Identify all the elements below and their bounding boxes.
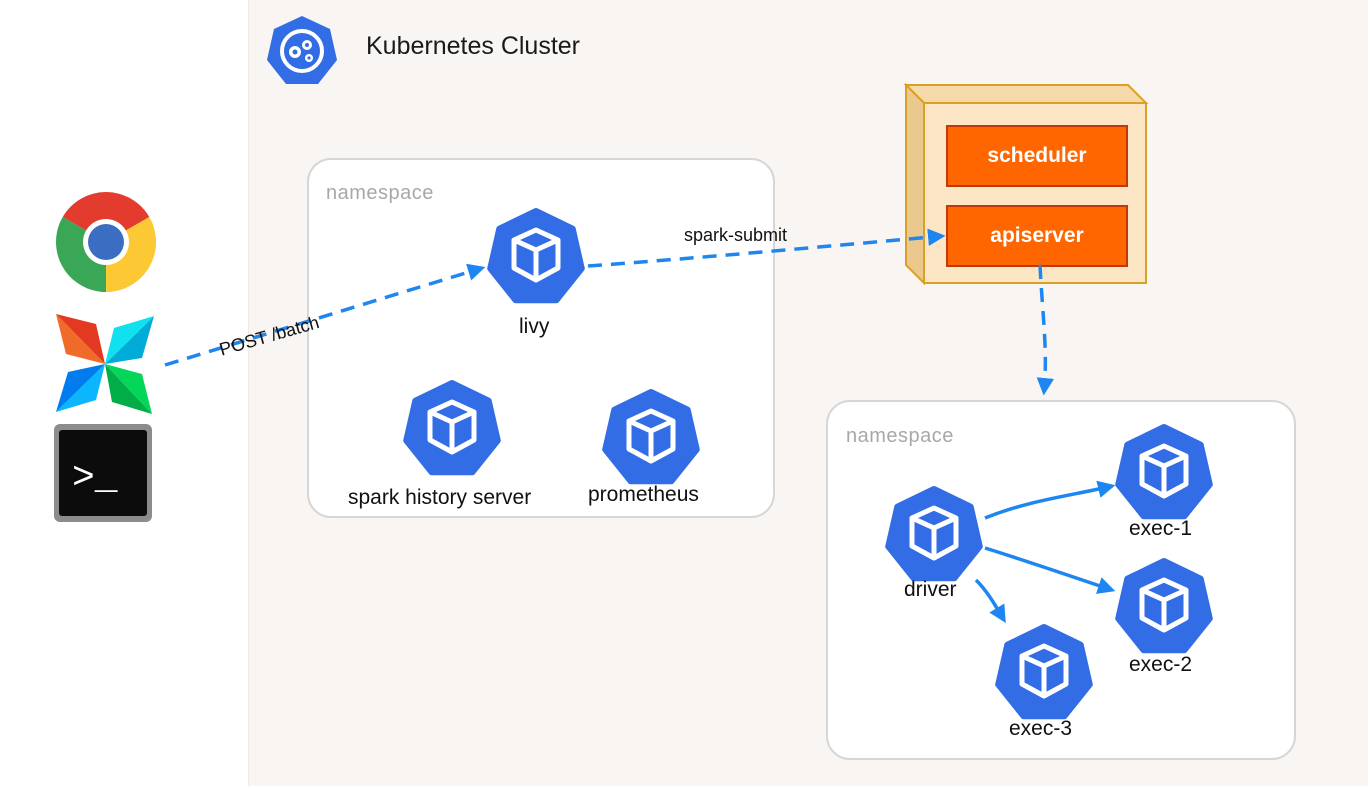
pod-cube-icon xyxy=(487,208,585,304)
pod-cube-icon xyxy=(995,624,1093,720)
driver-to-exec2-arrow xyxy=(984,546,1116,594)
pod-livy[interactable] xyxy=(486,206,586,306)
driver-label: driver xyxy=(904,578,957,601)
livy-label: livy xyxy=(519,315,550,338)
pod-exec-1[interactable] xyxy=(1114,422,1214,522)
namespace-b-label: namespace xyxy=(846,425,954,447)
pod-driver[interactable] xyxy=(884,484,984,584)
spark-submit-label: spark-submit xyxy=(684,225,788,245)
exec-1-label: exec-1 xyxy=(1129,517,1193,540)
driver-to-exec3-arrow xyxy=(974,578,1006,624)
control-plane-node: scheduler apiserver xyxy=(903,82,1149,286)
exec-3-label: exec-3 xyxy=(1009,717,1073,740)
spark-submit-arrow xyxy=(587,228,946,268)
pod-cube-icon xyxy=(1115,558,1213,654)
driver-to-exec1-arrow xyxy=(984,480,1116,520)
pod-cube-icon xyxy=(885,486,983,582)
exec-2-label: exec-2 xyxy=(1129,653,1193,676)
prometheus-label: prometheus xyxy=(588,483,699,506)
pod-prometheus[interactable] xyxy=(601,387,701,487)
pod-exec-3[interactable] xyxy=(994,622,1094,722)
post-batch-arrow xyxy=(164,263,486,367)
apiserver-to-namespace-arrow xyxy=(1036,264,1055,396)
pod-cube-icon xyxy=(1115,424,1213,520)
airflow-pinwheel-icon[interactable] xyxy=(56,314,154,414)
spark-history-server-label: spark history server xyxy=(348,486,532,509)
pod-cube-icon xyxy=(403,380,501,476)
terminal-glyph: >_ xyxy=(72,457,118,500)
scheduler-box[interactable]: scheduler xyxy=(946,125,1128,187)
kubernetes-wheel-icon xyxy=(267,16,337,84)
pod-cube-icon xyxy=(602,389,700,485)
terminal-icon[interactable]: >_ xyxy=(54,424,152,522)
pod-spark-history-server[interactable] xyxy=(402,378,502,478)
cluster-title: Kubernetes Cluster xyxy=(366,32,581,60)
namespace-a-label: namespace xyxy=(326,182,434,204)
pod-exec-2[interactable] xyxy=(1114,556,1214,656)
chrome-icon[interactable] xyxy=(56,190,156,294)
apiserver-box[interactable]: apiserver xyxy=(946,205,1128,267)
